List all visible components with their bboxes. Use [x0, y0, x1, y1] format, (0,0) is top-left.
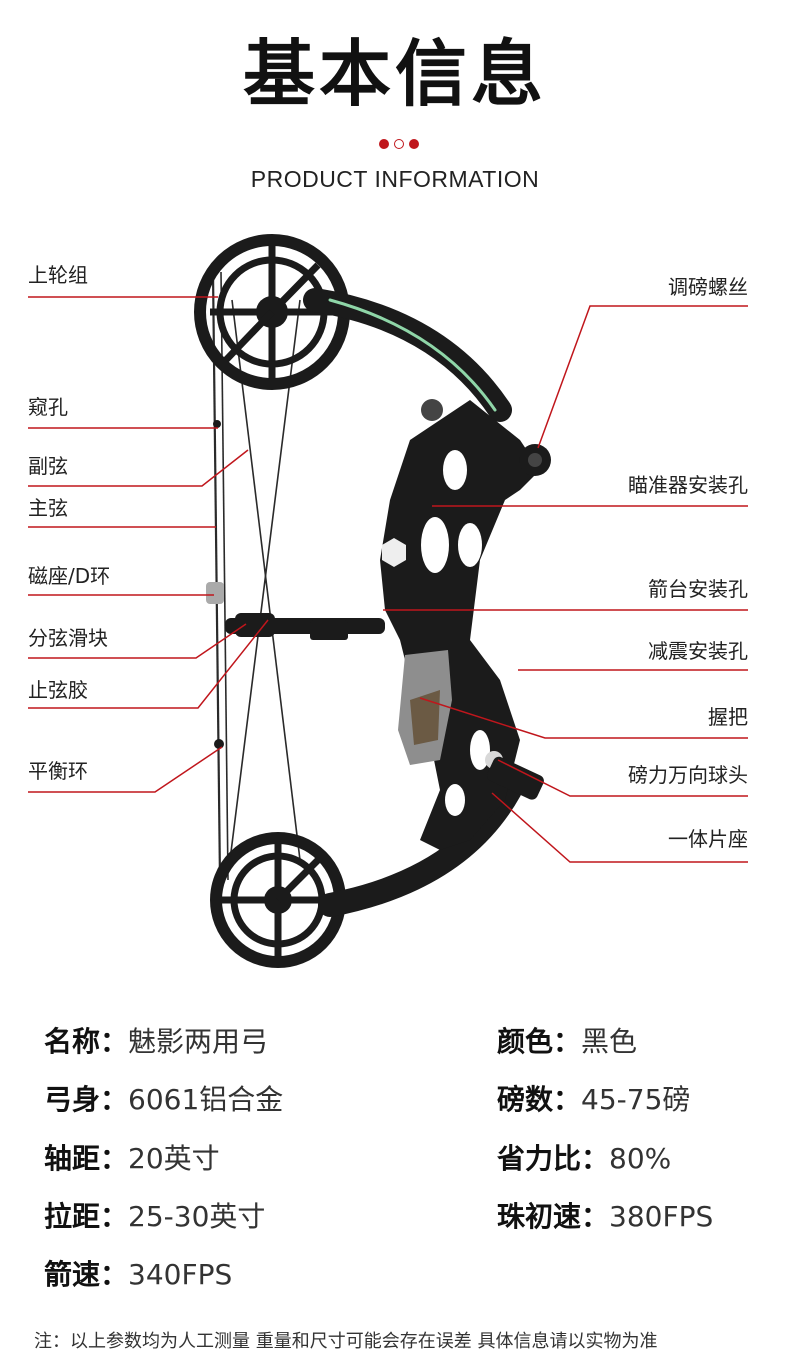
bow-limbs — [303, 288, 522, 917]
spec-color-value: 黑色 — [581, 1025, 638, 1058]
spec-letoff: 省力比：80% — [497, 1145, 671, 1173]
disclaimer-note: 注：以上参数均为人工测量 重量和尺寸可能会存在误差 具体信息请以实物为准 — [34, 1331, 658, 1352]
spec-weight-value: 45-75磅 — [581, 1083, 691, 1116]
spec-body-key: 弓身： — [44, 1083, 129, 1116]
aux-string — [220, 271, 229, 881]
spec-ball-speed: 珠初速：380FPS — [497, 1203, 713, 1231]
spec-axle-key: 轴距： — [44, 1142, 129, 1175]
label-string-stop: 止弦胶 — [28, 678, 88, 702]
spec-weight: 磅数：45-75磅 — [497, 1086, 690, 1114]
bow-riser — [380, 399, 551, 850]
spec-draw-value: 25-30英寸 — [128, 1200, 266, 1233]
spec-color: 颜色：黑色 — [497, 1028, 637, 1056]
label-weight-bolt: 调磅螺丝 — [668, 275, 748, 299]
label-stabilizer-mount: 减震安装孔 — [648, 639, 748, 663]
spec-body-value: 6061铝合金 — [128, 1083, 284, 1116]
label-grip: 握把 — [708, 705, 748, 729]
dot-hollow-middle — [394, 139, 404, 149]
bow-diagram — [28, 234, 748, 968]
title-dots-decoration — [379, 138, 419, 150]
label-ball-head: 磅力万向球头 — [628, 763, 748, 787]
spec-arrow-value: 340FPS — [128, 1258, 233, 1291]
spec-axle: 轴距：20英寸 — [44, 1145, 220, 1173]
spec-body: 弓身：6061铝合金 — [44, 1086, 283, 1114]
page-subtitle: PRODUCT INFORMATION — [250, 166, 540, 192]
label-rest-mount: 箭台安装孔 — [648, 577, 748, 601]
main-string — [211, 271, 222, 881]
label-main-string: 主弦 — [28, 496, 68, 520]
label-aux-string: 副弦 — [28, 454, 68, 478]
spec-letoff-value: 80% — [609, 1142, 672, 1175]
spec-letoff-key: 省力比： — [497, 1142, 610, 1175]
spec-ball-value: 380FPS — [609, 1200, 714, 1233]
spec-ball-key: 珠初速： — [497, 1200, 610, 1233]
bow-strings — [211, 271, 301, 881]
string-accessories — [206, 420, 224, 749]
spec-draw: 拉距：25-30英寸 — [44, 1203, 265, 1231]
spec-weight-key: 磅数： — [497, 1083, 582, 1116]
dot-filled-left — [379, 139, 389, 149]
label-cable-slide: 分弦滑块 — [28, 626, 108, 650]
cable-b — [231, 299, 301, 861]
spec-color-key: 颜色： — [497, 1025, 582, 1058]
label-d-loop: 磁座/D环 — [28, 564, 111, 588]
label-balance-ring: 平衡环 — [28, 759, 88, 783]
spec-draw-key: 拉距： — [44, 1200, 129, 1233]
spec-name-key: 名称： — [44, 1025, 129, 1058]
callout-lines — [28, 296, 748, 863]
spec-axle-value: 20英寸 — [128, 1142, 220, 1175]
label-sight-mount: 瞄准器安装孔 — [628, 473, 748, 497]
label-upper-cam: 上轮组 — [28, 263, 88, 287]
spec-name: 名称：魅影两用弓 — [44, 1028, 268, 1056]
label-peep-sight: 窥孔 — [28, 395, 68, 419]
page-title: 基本信息 — [242, 32, 547, 116]
spec-name-value: 魅影两用弓 — [128, 1025, 269, 1058]
label-limb-pocket: 一体片座 — [668, 827, 748, 851]
spec-arrow-speed: 箭速：340FPS — [44, 1261, 232, 1289]
dot-filled-right — [409, 139, 419, 149]
cable-guard-arm — [225, 613, 385, 640]
spec-arrow-key: 箭速： — [44, 1258, 129, 1291]
cable-a — [229, 299, 301, 861]
